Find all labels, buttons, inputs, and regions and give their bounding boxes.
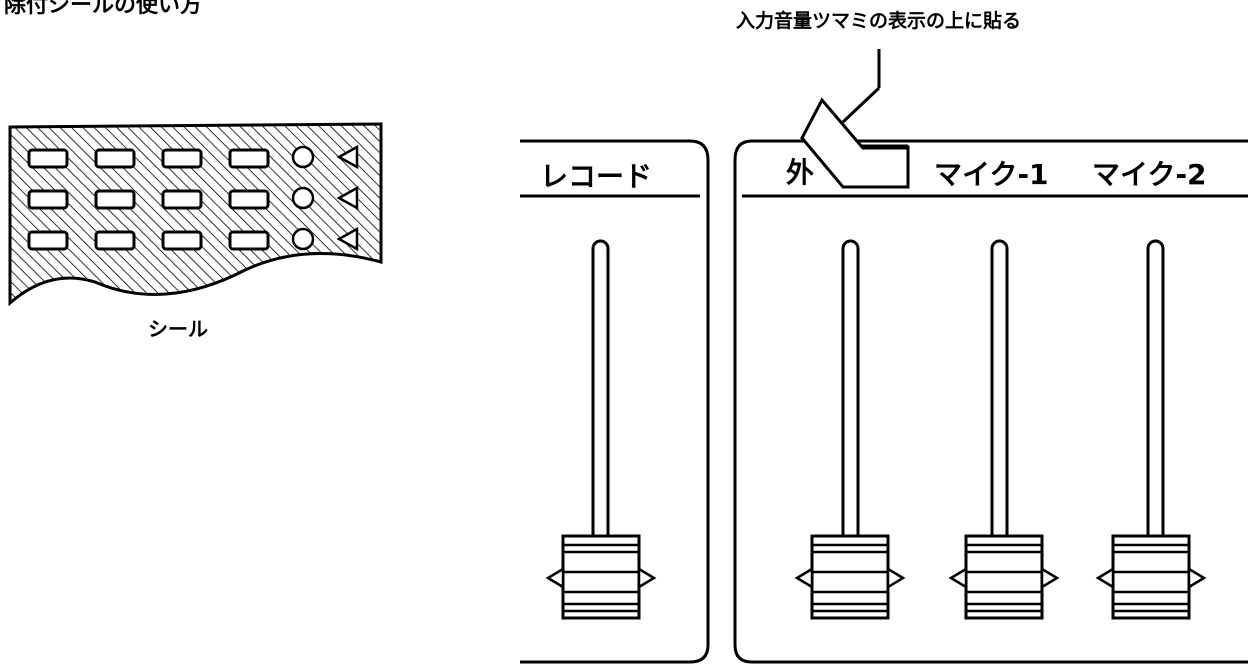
input-panel xyxy=(733,139,1248,664)
circle-icon xyxy=(291,186,315,210)
callout-leader xyxy=(841,49,881,124)
seal-key xyxy=(27,148,69,169)
external-label: 外 xyxy=(786,156,814,189)
seal-key xyxy=(27,189,69,210)
seal-key xyxy=(94,189,136,210)
fader-slot xyxy=(591,239,610,543)
fader-knob[interactable] xyxy=(561,534,641,620)
circle-icon xyxy=(291,145,315,169)
seal-key xyxy=(161,148,203,169)
seal-sticker xyxy=(8,122,383,307)
triangle-right-icon xyxy=(886,566,906,590)
fader-slot xyxy=(990,239,1009,543)
fader-slot xyxy=(841,239,860,543)
record-fader[interactable] xyxy=(545,239,657,620)
seal-key xyxy=(27,230,69,251)
seal-key xyxy=(228,230,270,251)
fader-slot xyxy=(1146,239,1165,543)
seal-triangle-icons xyxy=(336,144,359,252)
fader-knob[interactable] xyxy=(1111,534,1191,620)
triangle-left-icon xyxy=(336,185,359,211)
seal-key xyxy=(228,148,270,169)
page-title: 除付シールの使い方 xyxy=(4,0,203,18)
triangle-left-icon xyxy=(336,144,359,170)
triangle-right-icon xyxy=(1187,566,1207,590)
mic1-label: マイク-1 xyxy=(934,158,1049,191)
external-fader[interactable] xyxy=(794,239,906,620)
seal-key xyxy=(161,189,203,210)
seal-key xyxy=(161,230,203,251)
seal-circle-icons xyxy=(291,145,315,251)
record-panel xyxy=(520,139,710,664)
triangle-left-icon xyxy=(1095,566,1115,590)
seal-key xyxy=(94,230,136,251)
applied-sticker xyxy=(800,97,910,189)
fader-knob[interactable] xyxy=(964,534,1044,620)
callout-label: 入力音量ツマミの表示の上に貼る xyxy=(736,10,1022,32)
triangle-right-icon xyxy=(637,566,657,590)
triangle-right-icon xyxy=(1040,566,1060,590)
triangle-left-icon xyxy=(794,566,814,590)
seal-caption: シール xyxy=(148,317,208,341)
fader-knob[interactable] xyxy=(810,534,890,620)
triangle-left-icon xyxy=(948,566,968,590)
mic1-fader[interactable] xyxy=(948,239,1060,620)
mic2-label: マイク-2 xyxy=(1092,158,1207,191)
triangle-left-icon xyxy=(545,566,565,590)
circle-icon xyxy=(291,227,315,251)
mic2-fader[interactable] xyxy=(1095,239,1207,620)
record-panel-label: レコード xyxy=(540,160,652,193)
seal-key xyxy=(94,148,136,169)
triangle-left-icon xyxy=(336,226,359,252)
seal-key xyxy=(228,189,270,210)
seal-rect-keys xyxy=(27,148,270,251)
